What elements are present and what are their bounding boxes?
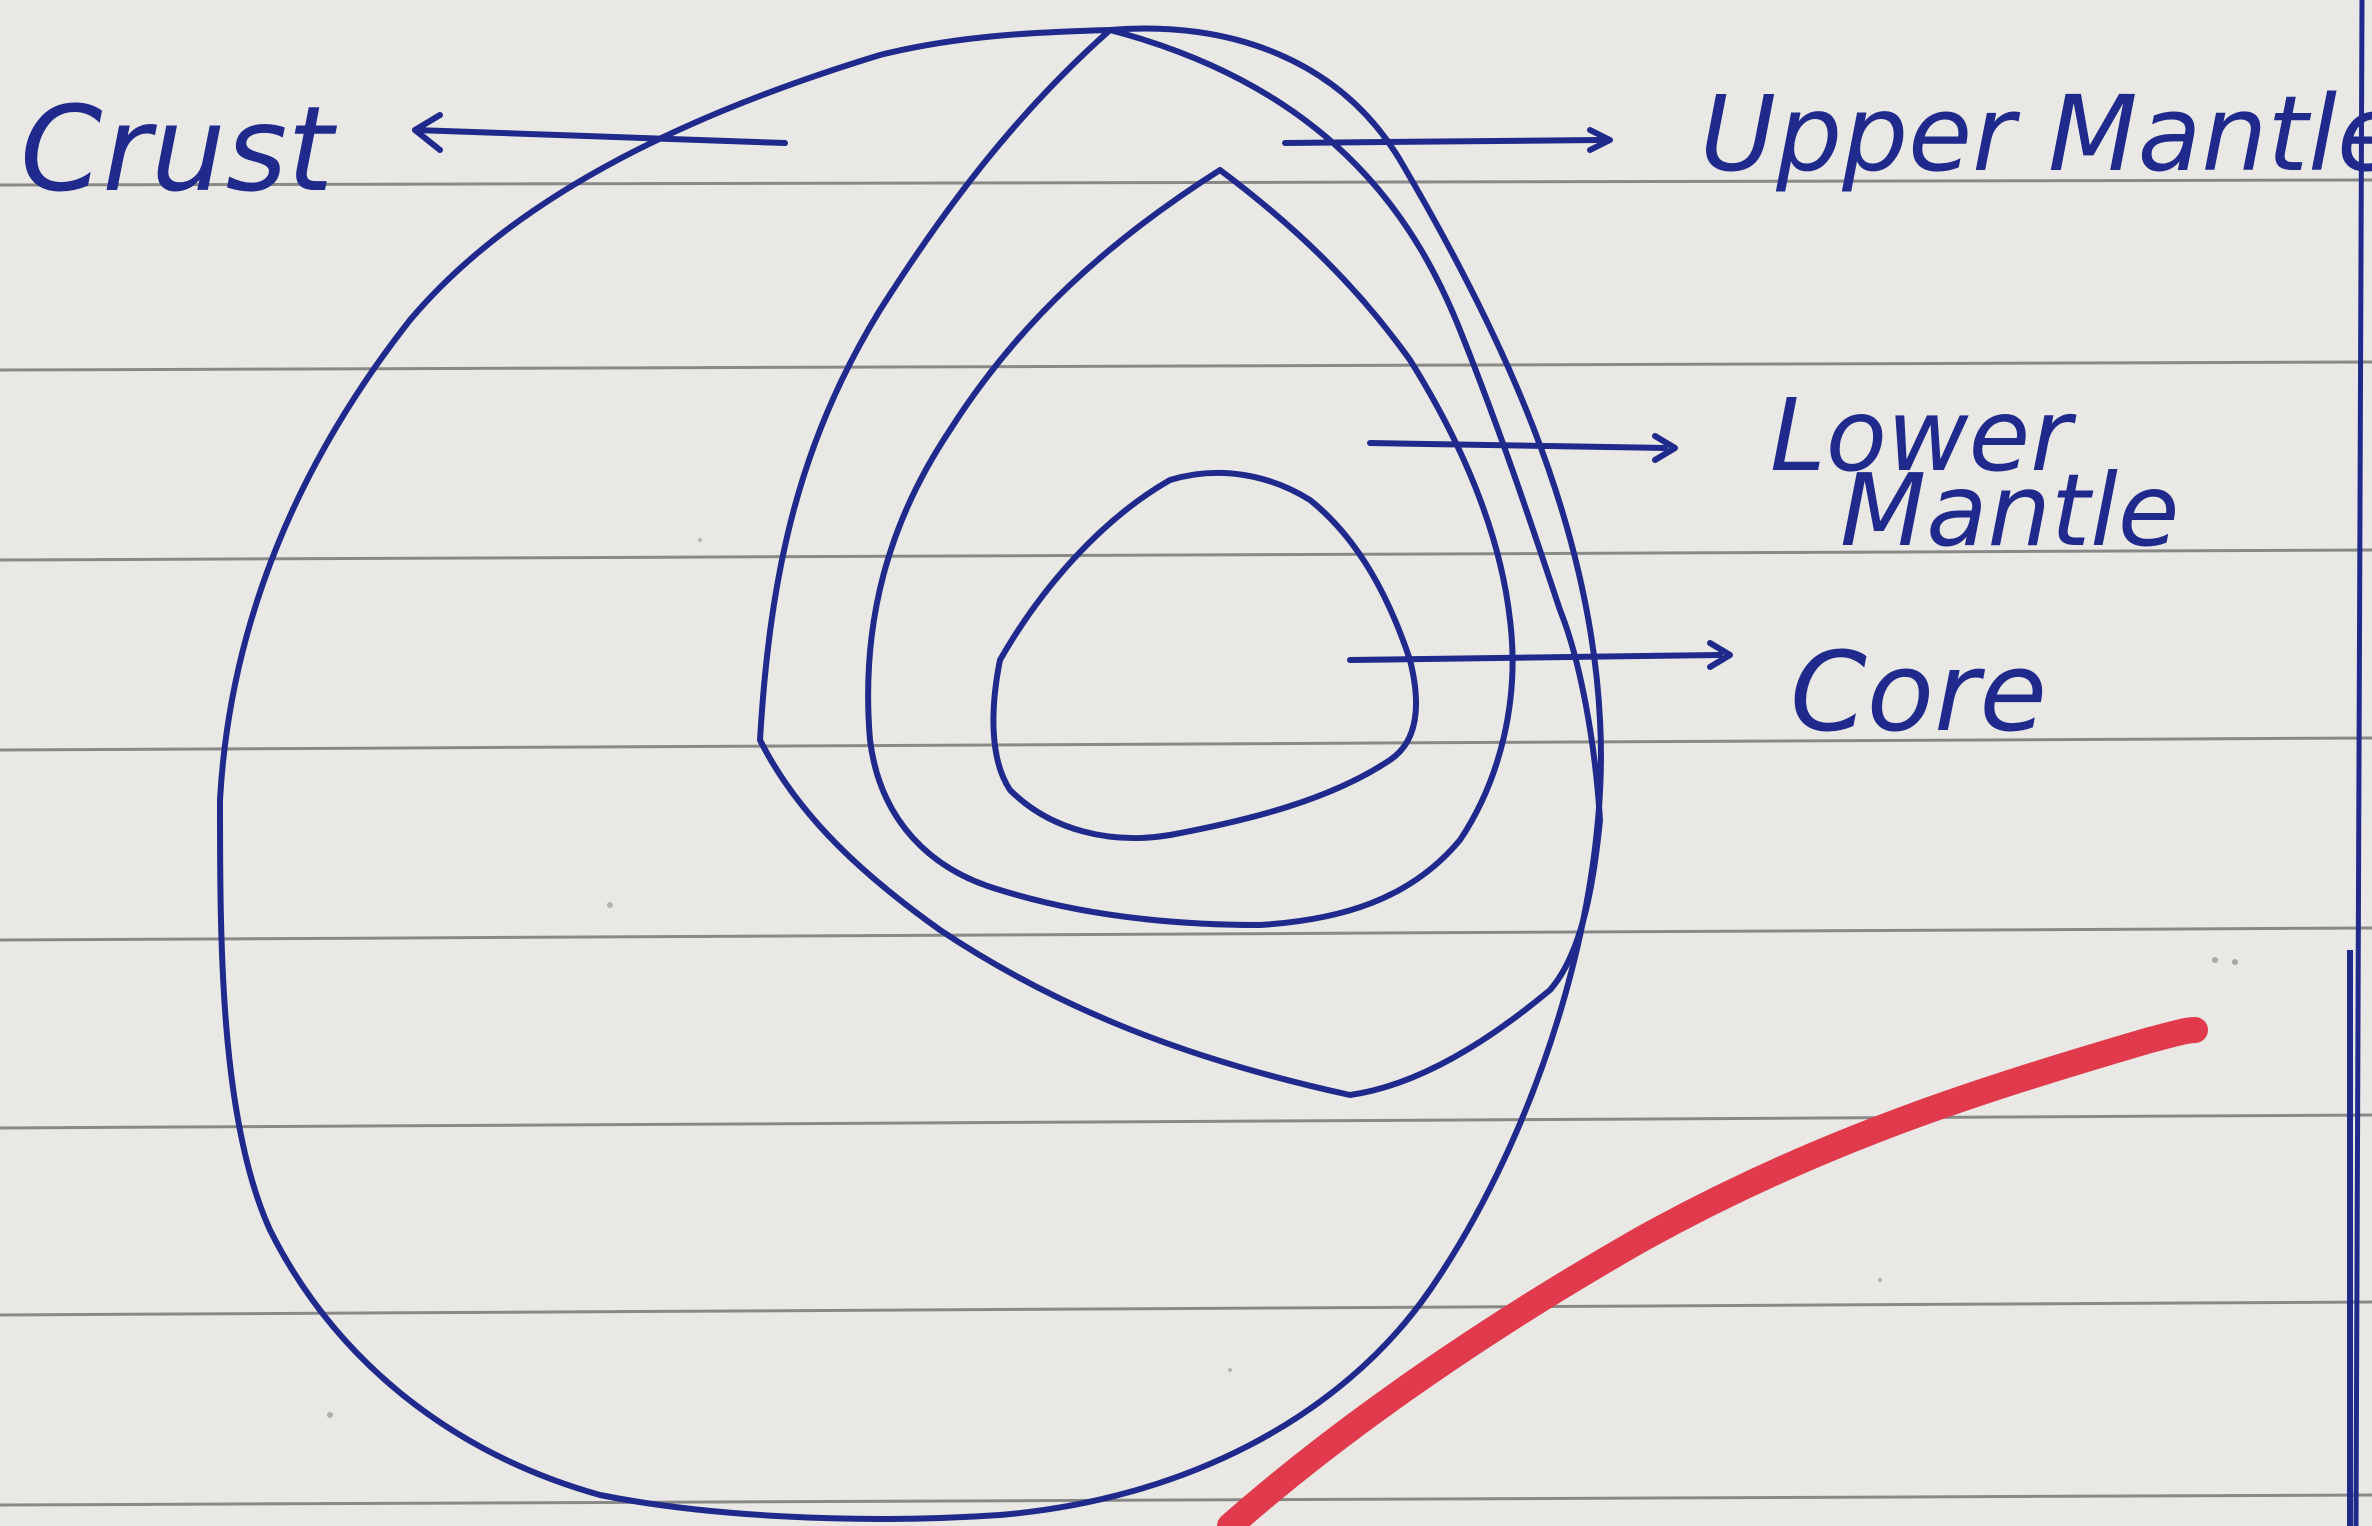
lower-mantle-arrow	[1370, 436, 1675, 460]
lower-mantle-boundary	[868, 170, 1512, 925]
margin-line	[2356, 0, 2362, 1526]
label-upper-mantle: Upper Mantle	[1700, 73, 2372, 195]
crust-outline	[220, 29, 1601, 1519]
label-core: Core	[1790, 628, 2047, 756]
label-crust: Crust	[20, 80, 337, 218]
crust-arrow	[415, 115, 785, 150]
label-lower-mantle-line2: Mantle	[1840, 452, 2179, 569]
core-boundary	[993, 473, 1416, 838]
red-check-mark	[1230, 1030, 2195, 1526]
